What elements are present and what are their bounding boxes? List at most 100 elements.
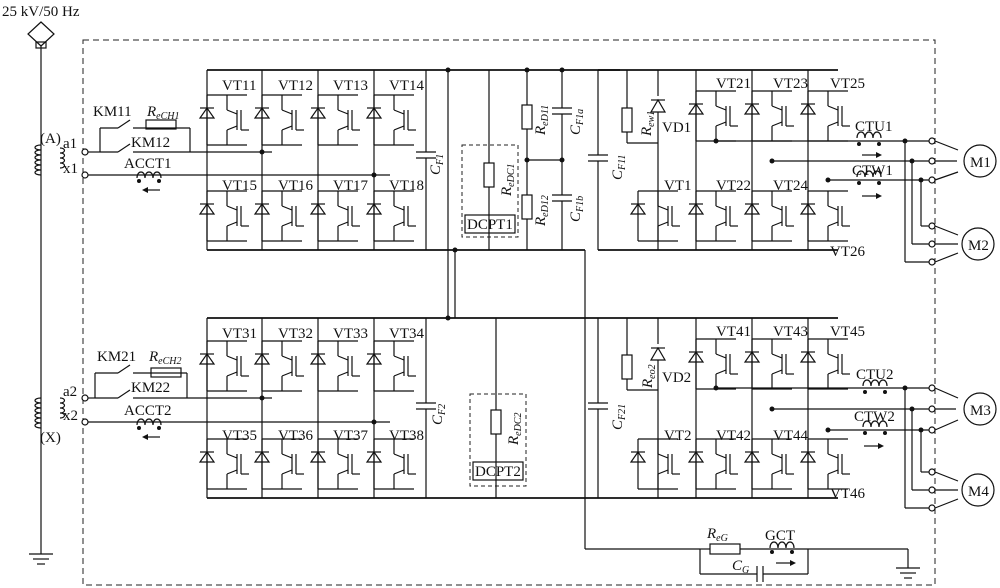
contactor-km22: KM22 <box>131 380 170 396</box>
cap-cf1b-sub: F1b <box>575 196 586 213</box>
sensor-ctw1: CTW1 <box>852 163 893 179</box>
resistor-echi-sub: eCH1 <box>156 111 179 122</box>
cap-cf11-sub: F11 <box>617 155 628 171</box>
resistor-echi-base: R <box>146 104 156 120</box>
contactor-km12: KM12 <box>131 135 170 151</box>
resistor-ech2-base: R <box>148 349 158 365</box>
terminal-a2: a2 <box>63 384 77 400</box>
dc-link-tie <box>445 67 458 321</box>
input-stage-1: a1 x1 KM11 KM12 ACCT1 ReCH1 <box>59 104 390 193</box>
resistor-edc2-label: ReDC2 <box>506 412 524 446</box>
switch-vt17: VT17 <box>333 178 368 194</box>
switch-vt15: VT15 <box>222 178 257 194</box>
switch-vt33: VT33 <box>333 326 368 342</box>
cap-cg-label: CG <box>732 558 749 576</box>
motor-group-2: M3 M4 <box>902 384 997 512</box>
cap-cf1a-sub: F1a <box>575 109 586 126</box>
dcpt1-label: DCPT1 <box>467 217 513 233</box>
switch-vt34: VT34 <box>389 326 424 342</box>
resistor-ew1-sub: ew1 <box>646 111 657 127</box>
resistor-edc1-sub: eDC1 <box>506 163 517 186</box>
diode-vd1: VD1 <box>662 120 691 136</box>
cap-cf1-label: CF1 <box>428 154 446 175</box>
dcpt2-block: DCPT2 ReDC2 <box>469 318 527 498</box>
cap-cf21-sub: F21 <box>617 404 628 421</box>
switch-vt31: VT31 <box>222 326 257 342</box>
motor-m1: M1 <box>970 155 991 171</box>
switch-vt18: VT18 <box>389 178 424 194</box>
motor-m2: M2 <box>968 238 989 254</box>
resistor-ed11-label: ReD11 <box>533 105 551 136</box>
switch-vt13: VT13 <box>333 78 368 94</box>
switch-vt21: VT21 <box>716 76 751 92</box>
converter-enclosure <box>82 39 936 586</box>
ground-sensor-gct: GCT <box>765 528 795 544</box>
sensor-acct2: ACCT2 <box>124 403 172 419</box>
primary-bottom-label: (X) <box>40 430 61 446</box>
switch-vt43: VT43 <box>773 324 808 340</box>
contactor-km11: KM11 <box>93 104 132 120</box>
resistor-ech2-sub: eCH2 <box>158 356 181 367</box>
switch-vt44: VT44 <box>773 428 808 444</box>
resistor-ed12-sub: eD12 <box>540 195 551 217</box>
resistor-eg-sub: eG <box>716 533 728 544</box>
contactor-km21: KM21 <box>97 349 136 365</box>
voltage-divider: ReD11 ReD12 CF1a CF1b <box>521 67 700 550</box>
cap-cf1a-label: CF1a <box>568 109 586 135</box>
motor-group-1: M1 M2 <box>902 137 997 266</box>
resistor-eg-label: ReG <box>706 526 728 544</box>
resistor-eg-base: R <box>706 526 716 542</box>
resistor-edc1-label: ReDC1 <box>499 163 517 197</box>
precharge-resistor-2-label: ReCH2 <box>148 349 182 367</box>
cap-cf1b-base: C <box>568 211 584 222</box>
switch-vt12: VT12 <box>278 78 313 94</box>
rectifier-1: VT11 VT12 VT13 VT14 VT15 VT16 VT17 VT18 … <box>199 69 620 251</box>
switch-vt45: VT45 <box>830 324 865 340</box>
cap-cf1-base: C <box>428 164 444 175</box>
diode-vd2: VD2 <box>662 370 691 386</box>
cap-cf1-sub: F1 <box>435 154 446 166</box>
cap-cf11-base: C <box>610 169 626 180</box>
cap-cf1a-base: C <box>568 124 584 135</box>
switch-vt26: VT26 <box>830 244 865 260</box>
transformer-primary: (A) (X) <box>34 131 61 446</box>
resistor-ed11-base: R <box>533 126 549 136</box>
cap-cf11-label: CF11 <box>610 155 628 180</box>
resistor-edc2-base: R <box>506 436 522 446</box>
sensor-acct1: ACCT1 <box>124 156 172 172</box>
cap-cf2-label: CF2 <box>430 404 448 425</box>
resistor-eo2-sub: eo2 <box>647 364 658 378</box>
inverter-2: CF21 Reo2 VD2 VT2 VT41 VT43 VT45 VT42 VT… <box>588 318 932 502</box>
resistor-ed12-base: R <box>533 217 549 227</box>
cap-cg-base: C <box>732 558 743 574</box>
cap-cf21-base: C <box>610 419 626 430</box>
terminal-x1: x1 <box>63 161 78 177</box>
resistor-ed11-sub: eD11 <box>540 105 551 126</box>
sensor-ctw2: CTW2 <box>854 409 895 425</box>
terminal-a1: a1 <box>63 136 77 152</box>
switch-vt24: VT24 <box>773 178 808 194</box>
switch-vt11: VT11 <box>222 78 256 94</box>
switch-vt25: VT25 <box>830 76 865 92</box>
resistor-edc1-base: R <box>499 187 515 197</box>
rectifier-2: VT31 VT32 VT33 VT34 VT35 VT36 VT37 VT38 … <box>199 317 838 499</box>
switch-vt23: VT23 <box>773 76 808 92</box>
ac-source: 25 kV/50 Hz <box>2 4 80 565</box>
switch-vt36: VT36 <box>278 428 313 444</box>
primary-top-label: (A) <box>40 131 61 147</box>
switch-vt42: VT42 <box>716 428 751 444</box>
source-label: 25 kV/50 Hz <box>2 4 80 20</box>
switch-vt32: VT32 <box>278 326 313 342</box>
cap-cg-sub: G <box>742 565 749 576</box>
ground-detection: GCT ReG CG <box>699 526 920 582</box>
resistor-ed12-label: ReD12 <box>533 195 551 227</box>
dcpt2-label: DCPT2 <box>475 464 521 480</box>
switch-vt2: VT2 <box>664 428 692 444</box>
resistor-ew1-label: Rew1 <box>639 111 657 137</box>
resistor-eo2-label: Reo2 <box>640 364 658 389</box>
dcpt1-block: DCPT1 ReDC1 <box>461 70 519 250</box>
sensor-ctu1: CTU1 <box>855 119 893 135</box>
switch-vt1: VT1 <box>664 178 692 194</box>
cap-cf2-base: C <box>430 414 446 425</box>
cap-cf2-sub: F2 <box>437 404 448 416</box>
